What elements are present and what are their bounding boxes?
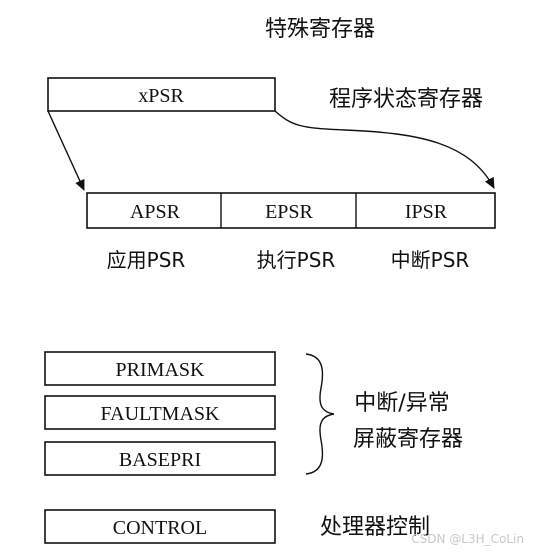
basepri-label: BASEPRI [119,449,201,471]
control-box [44,509,276,544]
apsr-label: APSR [130,201,181,223]
left-expansion-arrow [47,110,85,191]
primask-label: PRIMASK [116,359,205,381]
xpsr-box [47,77,276,112]
primask-box [44,351,276,386]
right-expansion-arrow [274,110,495,189]
control-description: 处理器控制 [320,515,430,540]
xpsr-register: xPSR [47,77,276,112]
diagram-title: 特殊寄存器 [265,17,375,42]
psr-subregisters: APSR EPSR IPSR [86,192,496,229]
xpsr-description: 程序状态寄存器 [329,87,483,112]
xpsr-label: xPSR [138,85,184,107]
control-label: CONTROL [113,517,207,539]
apsr-description: 应用PSR [107,248,186,272]
mask-description-line1: 中断/异常 [354,391,449,416]
ipsr-description: 中断PSR [391,248,470,272]
mask-registers: PRIMASK FAULTMASK BASEPRI [44,351,276,476]
psr-subregister-row [86,192,496,229]
control-register: CONTROL [44,509,276,544]
ipsr-label: IPSR [405,201,448,223]
faultmask-label: FAULTMASK [101,403,220,425]
mask-group-brace [305,353,335,475]
epsr-description: 执行PSR [257,248,336,272]
mask-description-line2: 屏蔽寄存器 [353,427,463,452]
basepri-box [44,441,276,476]
faultmask-box [44,395,276,430]
watermark: CSDN @L3H_CoLin [411,532,524,546]
epsr-label: EPSR [265,201,313,223]
